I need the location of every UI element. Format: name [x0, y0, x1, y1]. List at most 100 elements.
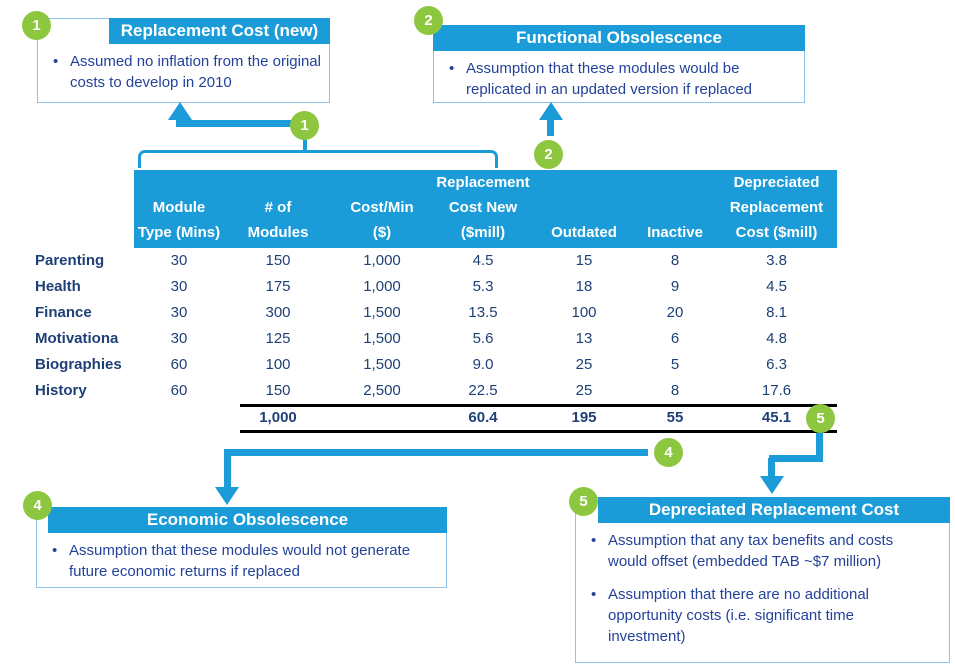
- table-cell: 5.6: [472, 330, 494, 347]
- row-label: Motivationa: [35, 330, 119, 347]
- row-label: History: [35, 382, 87, 399]
- badge-2-arrow: 2: [534, 140, 563, 169]
- table-cell: 60: [170, 356, 188, 373]
- row-label: Parenting: [35, 252, 105, 269]
- table-cell: 4.5: [766, 278, 787, 295]
- table-cell: 4.5: [472, 252, 494, 269]
- header-line: [634, 170, 716, 195]
- table-cell: 100: [265, 356, 291, 373]
- col-header-inactive: Inactive: [634, 170, 716, 245]
- header-line: [534, 195, 634, 220]
- table-cell: 9: [670, 278, 680, 295]
- total-rule-top: [240, 404, 837, 407]
- arrow-segment: [224, 449, 648, 456]
- bullet-item: Assumption that these modules would be r…: [444, 58, 796, 100]
- header-line: [634, 195, 716, 220]
- table-cell: 100: [571, 304, 597, 321]
- total-rule-bottom: [240, 430, 837, 433]
- header-line: Cost ($mill): [735, 224, 818, 241]
- table-cell: 30: [170, 304, 188, 321]
- total-cell: 55: [666, 409, 684, 426]
- bullet-item: Assumed no inflation from the original c…: [48, 51, 321, 93]
- table-cell: 9.0: [472, 356, 494, 373]
- badge-5-box: 5: [569, 487, 598, 516]
- arrow-segment: [816, 431, 823, 460]
- table-cell: 17.6: [761, 382, 792, 399]
- table-cell: 1,500: [363, 330, 401, 347]
- callout-depreciated-replacement-cost: Depreciated Replacement Cost Assumption …: [575, 497, 950, 663]
- header-line: Depreciated: [733, 174, 820, 191]
- table-cell: 6.3: [766, 356, 787, 373]
- arrow-segment: [303, 139, 307, 151]
- table-cell: 2,500: [363, 382, 401, 399]
- table-body: Parenting 30 150 1,000 4.5 15 8 3.8 Heal…: [35, 248, 837, 404]
- arrow-up-to-functional-obsolescence: [539, 102, 563, 120]
- callout-title: Depreciated Replacement Cost: [648, 500, 900, 519]
- badge-2-box: 2: [414, 6, 443, 35]
- table-cell: 1,500: [363, 356, 401, 373]
- header-line: ($): [372, 224, 392, 241]
- badge-5-arrow: 5: [806, 404, 835, 433]
- table-cell: 13.5: [468, 304, 498, 321]
- header-line: Cost New: [448, 199, 518, 216]
- table-cell: 1,000: [363, 252, 401, 269]
- callout-title: Economic Obsolescence: [146, 510, 349, 529]
- callout-title-bar: Depreciated Replacement Cost: [598, 497, 950, 523]
- table-cell: 5: [670, 356, 680, 373]
- table-cell: 1,000: [363, 278, 401, 295]
- callout-title-bar: Replacement Cost (new): [109, 18, 330, 44]
- col-header-cost-per-min: Cost/Min ($): [332, 170, 432, 245]
- arrow-segment: [768, 458, 775, 478]
- header-line: Modules: [247, 224, 309, 241]
- table-cell: 8: [670, 382, 680, 399]
- table-cell: 6: [670, 330, 680, 347]
- callout-body: Assumption that these modules would not …: [37, 534, 446, 587]
- table-cell: 20: [666, 304, 684, 321]
- table-cell: 4.8: [766, 330, 787, 347]
- total-cell: 45.1: [761, 409, 792, 426]
- row-label: Biographies: [35, 356, 122, 373]
- table-cell: 125: [265, 330, 291, 347]
- arrow-segment: [224, 449, 231, 488]
- badge-4-arrow: 4: [654, 438, 683, 467]
- total-cell: [332, 405, 432, 431]
- arrow-down-to-depreciated-replacement-cost: [760, 476, 784, 494]
- header-line: Replacement: [436, 174, 530, 191]
- badge-1-box: 1: [22, 11, 51, 40]
- col-header-outdated: Outdated: [534, 170, 634, 245]
- table-cell: 3.8: [766, 252, 787, 269]
- callout-title: Functional Obsolescence: [516, 28, 722, 47]
- col-header-module-type: Module Type (Mins): [134, 170, 224, 245]
- total-cell: 60.4: [468, 409, 498, 426]
- header-line: [332, 170, 432, 195]
- table-cell: 25: [575, 356, 593, 373]
- table-cell: 150: [265, 252, 291, 269]
- bullet-item: Assumption that any tax benefits and cos…: [586, 530, 910, 572]
- total-cell: 1,000: [259, 409, 297, 426]
- table-cell: 300: [265, 304, 291, 321]
- header-line: [134, 170, 224, 195]
- callout-title-bar: Economic Obsolescence: [48, 507, 447, 533]
- header-line: Inactive: [647, 224, 703, 241]
- callout-body: Assumption that these modules would be r…: [434, 52, 804, 102]
- arrow-up-to-replacement-cost: [168, 102, 192, 120]
- table-header: Module Type (Mins) # of Modules Cost/Min…: [134, 170, 837, 248]
- callout-replacement-cost: Replacement Cost (new) Assumed no inflat…: [37, 18, 330, 103]
- header-line: ($mill): [460, 224, 506, 241]
- total-cell: 195: [571, 409, 597, 426]
- table-span-bracket: [138, 150, 498, 168]
- col-header-replacement-cost-new: Replacement Cost New ($mill): [432, 170, 534, 245]
- arrow-segment: [176, 120, 306, 127]
- header-line: Module: [152, 199, 206, 216]
- callout-body: Assumed no inflation from the original c…: [38, 45, 329, 102]
- callout-functional-obsolescence: Functional Obsolescence Assumption that …: [433, 25, 805, 103]
- header-line: Replacement: [729, 199, 824, 216]
- badge-1-arrow: 1: [290, 111, 319, 140]
- total-cell: [134, 405, 224, 431]
- arrow-down-to-economic-obsolescence: [215, 487, 239, 505]
- header-line: Type (Mins): [137, 224, 221, 241]
- callout-title: Replacement Cost (new): [120, 21, 319, 40]
- table-cell: 30: [170, 252, 188, 269]
- header-line: Cost/Min: [350, 199, 414, 216]
